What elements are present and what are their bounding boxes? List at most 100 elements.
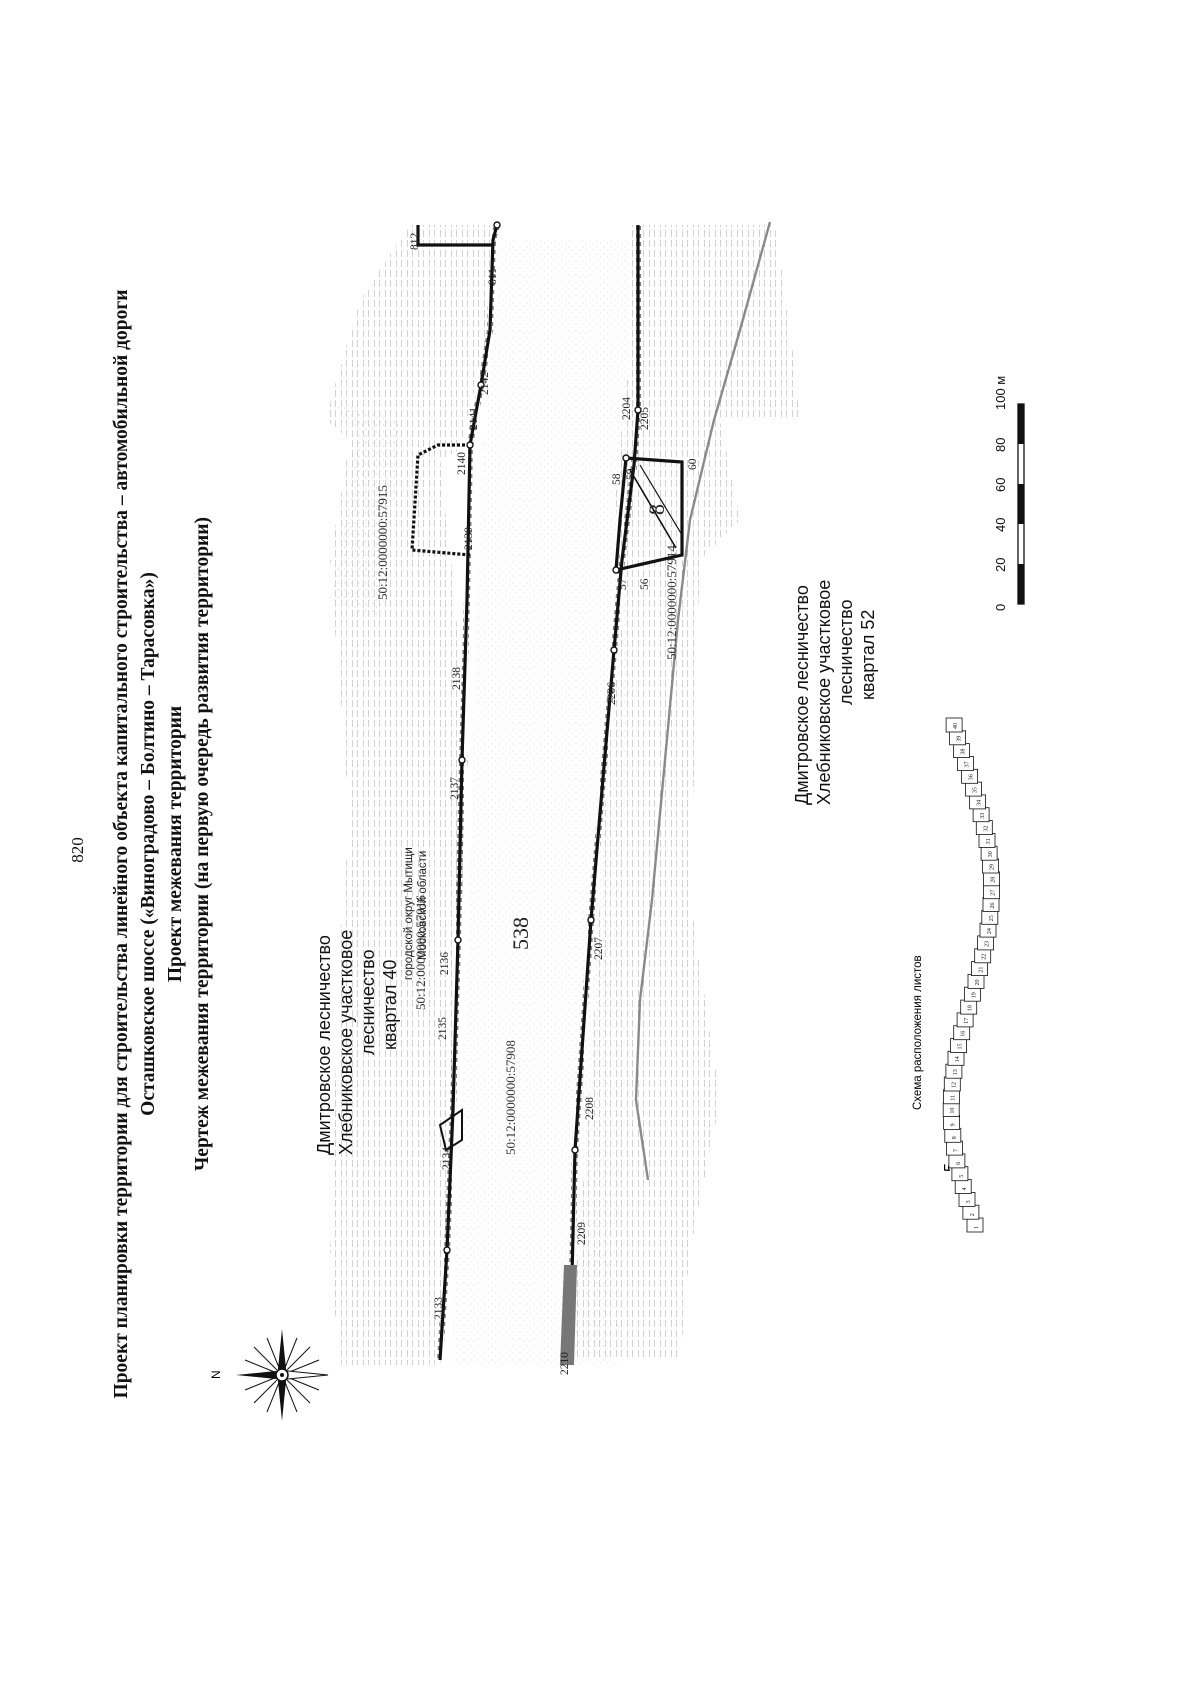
point-2133: 2133 bbox=[433, 1297, 445, 1320]
sheet-cell-number: 3 bbox=[966, 1200, 972, 1203]
compass-rose-icon bbox=[236, 1329, 329, 1421]
dotted-area bbox=[330, 240, 630, 1365]
sheet-cell-number: 23 bbox=[985, 941, 991, 947]
scale-label-100: 100 м bbox=[993, 376, 1008, 410]
point-2205: 2205 bbox=[639, 407, 651, 430]
district-line-1: городской округ Мытищи bbox=[403, 847, 415, 980]
point-56: 56 bbox=[639, 578, 651, 590]
forestry-south-line-4: квартал 52 bbox=[858, 610, 878, 700]
sheet-cell-number: 14 bbox=[955, 1056, 961, 1062]
point-2140: 2140 bbox=[456, 452, 468, 475]
sheet-cell-number: 17 bbox=[964, 1018, 970, 1024]
point-2137: 2137 bbox=[449, 777, 461, 800]
point-811: 811 bbox=[487, 268, 499, 285]
scale-label-0: 0 bbox=[993, 604, 1008, 611]
road-boundary-south bbox=[560, 225, 641, 1365]
sheet-cell-number: 22 bbox=[982, 954, 988, 960]
point-2207: 2207 bbox=[593, 937, 605, 960]
sheet-cell-number: 39 bbox=[957, 736, 963, 742]
sheet-cell-number: 5 bbox=[959, 1175, 965, 1178]
sheet-cell-number: 24 bbox=[987, 928, 993, 934]
sheet-cell-number: 2 bbox=[970, 1213, 976, 1216]
sheet-cell-number: 11 bbox=[950, 1095, 956, 1101]
sheet-cell-number: 32 bbox=[983, 826, 989, 832]
cadastral-number-57914: 50:12:0000000:57914 bbox=[664, 545, 679, 660]
cadastral-number-57908: 50:12:0000000:57908 bbox=[503, 1040, 518, 1155]
forestry-north-line-2: Хлебниковское участковое bbox=[336, 930, 356, 1155]
sheet-cell-number: 1 bbox=[974, 1226, 980, 1229]
sheet-cell-number: 29 bbox=[990, 864, 996, 870]
sheet-cell-number: 28 bbox=[990, 877, 996, 883]
forestry-label-south: Дмитровское лесничество Хлебниковское уч… bbox=[792, 580, 878, 805]
point-58: 58 bbox=[611, 473, 623, 485]
sheet-cell-number: 37 bbox=[965, 762, 971, 768]
parcel-812 bbox=[416, 225, 492, 247]
sheet-cell-number: 18 bbox=[968, 1005, 974, 1011]
scale-bar bbox=[1017, 403, 1025, 605]
plot-2134 bbox=[438, 1108, 463, 1152]
lot-number: 538 bbox=[508, 917, 533, 950]
point-2134: 2134 bbox=[441, 1147, 453, 1170]
sheet-cell bbox=[945, 717, 963, 733]
point-2210: 2210 bbox=[559, 1352, 571, 1375]
forestry-label-north: Дмитровское лесничество Хлебниковское уч… bbox=[314, 930, 400, 1155]
forestry-north-line-3: лесничество bbox=[358, 949, 378, 1055]
forestry-north-line-1: Дмитровское лесничество bbox=[314, 935, 334, 1155]
sheet-cell-number: 26 bbox=[990, 903, 996, 909]
point-2135: 2135 bbox=[437, 1017, 449, 1040]
forestry-south-line-2: Хлебниковское участковое bbox=[814, 580, 834, 805]
sheet-scheme: Схема расположения листов 5 123456789101… bbox=[912, 717, 1000, 1233]
plot-8-diagonal-1 bbox=[629, 469, 677, 549]
point-57: 57 bbox=[617, 578, 629, 590]
sheet-cell-number: 12 bbox=[951, 1082, 957, 1088]
district-line-2: Московской области bbox=[417, 851, 429, 960]
boundary-line-gray bbox=[634, 221, 772, 1181]
scale-label-20: 20 bbox=[993, 558, 1008, 572]
sheet-cell-number: 13 bbox=[953, 1069, 959, 1075]
sheet-cell-number: 35 bbox=[973, 787, 979, 793]
sheet-cell-number: 21 bbox=[979, 967, 985, 973]
cadastral-number-57916: 50:12:0000000:57916 bbox=[413, 895, 428, 1010]
forestry-south-line-3: лесничество bbox=[836, 599, 856, 705]
scale-label-40: 40 bbox=[993, 518, 1008, 532]
point-2138: 2138 bbox=[451, 667, 463, 690]
point-2136: 2136 bbox=[439, 952, 451, 975]
plot-57915 bbox=[410, 443, 471, 557]
cadastral-number-57915: 50:12:0000000:57915 bbox=[375, 485, 390, 600]
point-2141: 2141 bbox=[468, 407, 480, 430]
sheet-cell-number: 8 bbox=[952, 1136, 958, 1139]
sheet-cell-number: 34 bbox=[977, 800, 983, 806]
plot-number: 8 bbox=[644, 504, 669, 515]
road-boundary-north bbox=[437, 224, 500, 1361]
sheet-cell-number: 19 bbox=[971, 992, 977, 998]
sheet-cell-number: 38 bbox=[961, 749, 967, 755]
forestry-north-line-4: квартал 40 bbox=[380, 960, 400, 1050]
point-2142: 2142 bbox=[479, 372, 491, 395]
point-2206: 2206 bbox=[606, 682, 618, 705]
plot-8-diagonal-2 bbox=[639, 464, 683, 536]
sheet-cell-number: 10 bbox=[950, 1108, 956, 1114]
point-60: 60 bbox=[687, 458, 699, 470]
point-59: 59 bbox=[625, 468, 637, 480]
sheet-cell-number: 40 bbox=[953, 723, 959, 729]
scale-label-60: 60 bbox=[993, 478, 1008, 492]
sheet-cell-number: 30 bbox=[988, 851, 994, 857]
sheet-cell-number: 6 bbox=[956, 1162, 962, 1165]
sheet-cell-number: 7 bbox=[954, 1149, 960, 1152]
sheet-cell-number: 33 bbox=[980, 813, 986, 819]
forestry-south-line-1: Дмитровское лесничество bbox=[792, 585, 812, 805]
plot-8 bbox=[614, 456, 684, 573]
sheet-cell-number: 15 bbox=[958, 1044, 964, 1050]
point-2204: 2204 bbox=[621, 397, 633, 420]
sheet-cell-number: 4 bbox=[962, 1188, 968, 1191]
sheet-cell-number: 25 bbox=[989, 915, 995, 921]
vertex-markers bbox=[443, 221, 642, 1254]
sheet-cell-number: 16 bbox=[961, 1031, 967, 1037]
compass-north-label: N bbox=[209, 1370, 223, 1379]
point-2139: 2139 bbox=[463, 527, 475, 550]
sheet-cell-number: 20 bbox=[975, 979, 981, 985]
sheet-cell-number: 36 bbox=[969, 774, 975, 780]
point-2208: 2208 bbox=[584, 1097, 596, 1120]
point-812: 812 bbox=[409, 233, 421, 251]
